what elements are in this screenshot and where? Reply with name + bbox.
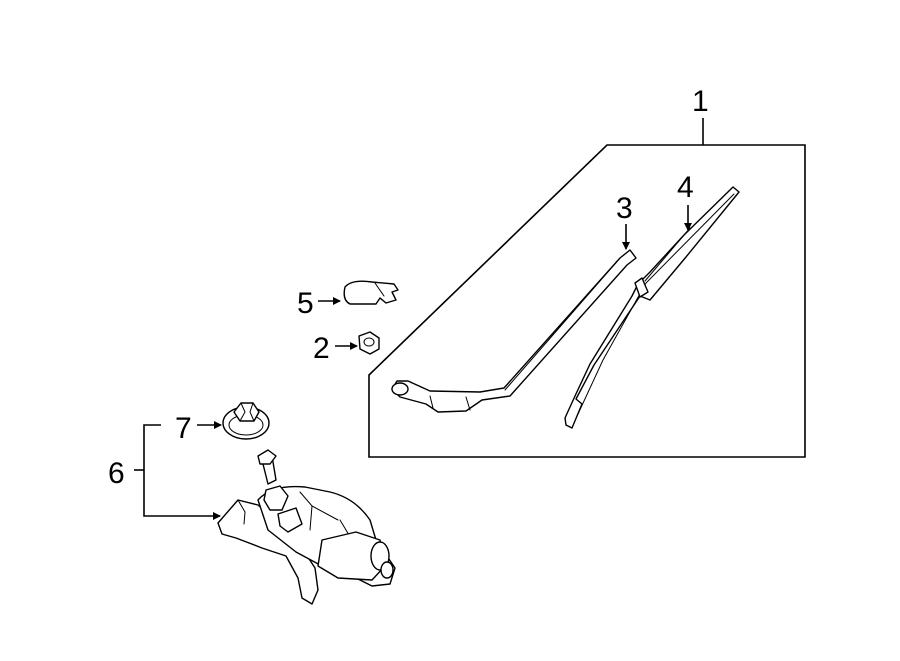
callout-6: 6 (108, 457, 125, 490)
assembly-frame (368, 118, 806, 458)
wiper-arm-icon (391, 249, 637, 413)
wiper-blade-icon (564, 186, 740, 429)
leader-lines (134, 205, 692, 520)
callout-7: 7 (175, 412, 192, 445)
pivot-cap-icon (343, 280, 399, 305)
arm-nut-icon (358, 331, 380, 355)
callout-4: 4 (677, 171, 694, 204)
callout-3: 3 (616, 192, 633, 225)
wiper-motor-assembly-icon (217, 449, 396, 605)
grommet-nut-icon (222, 402, 270, 440)
callout-1: 1 (692, 85, 709, 118)
callout-2: 2 (313, 332, 330, 365)
callout-5: 5 (297, 287, 314, 320)
